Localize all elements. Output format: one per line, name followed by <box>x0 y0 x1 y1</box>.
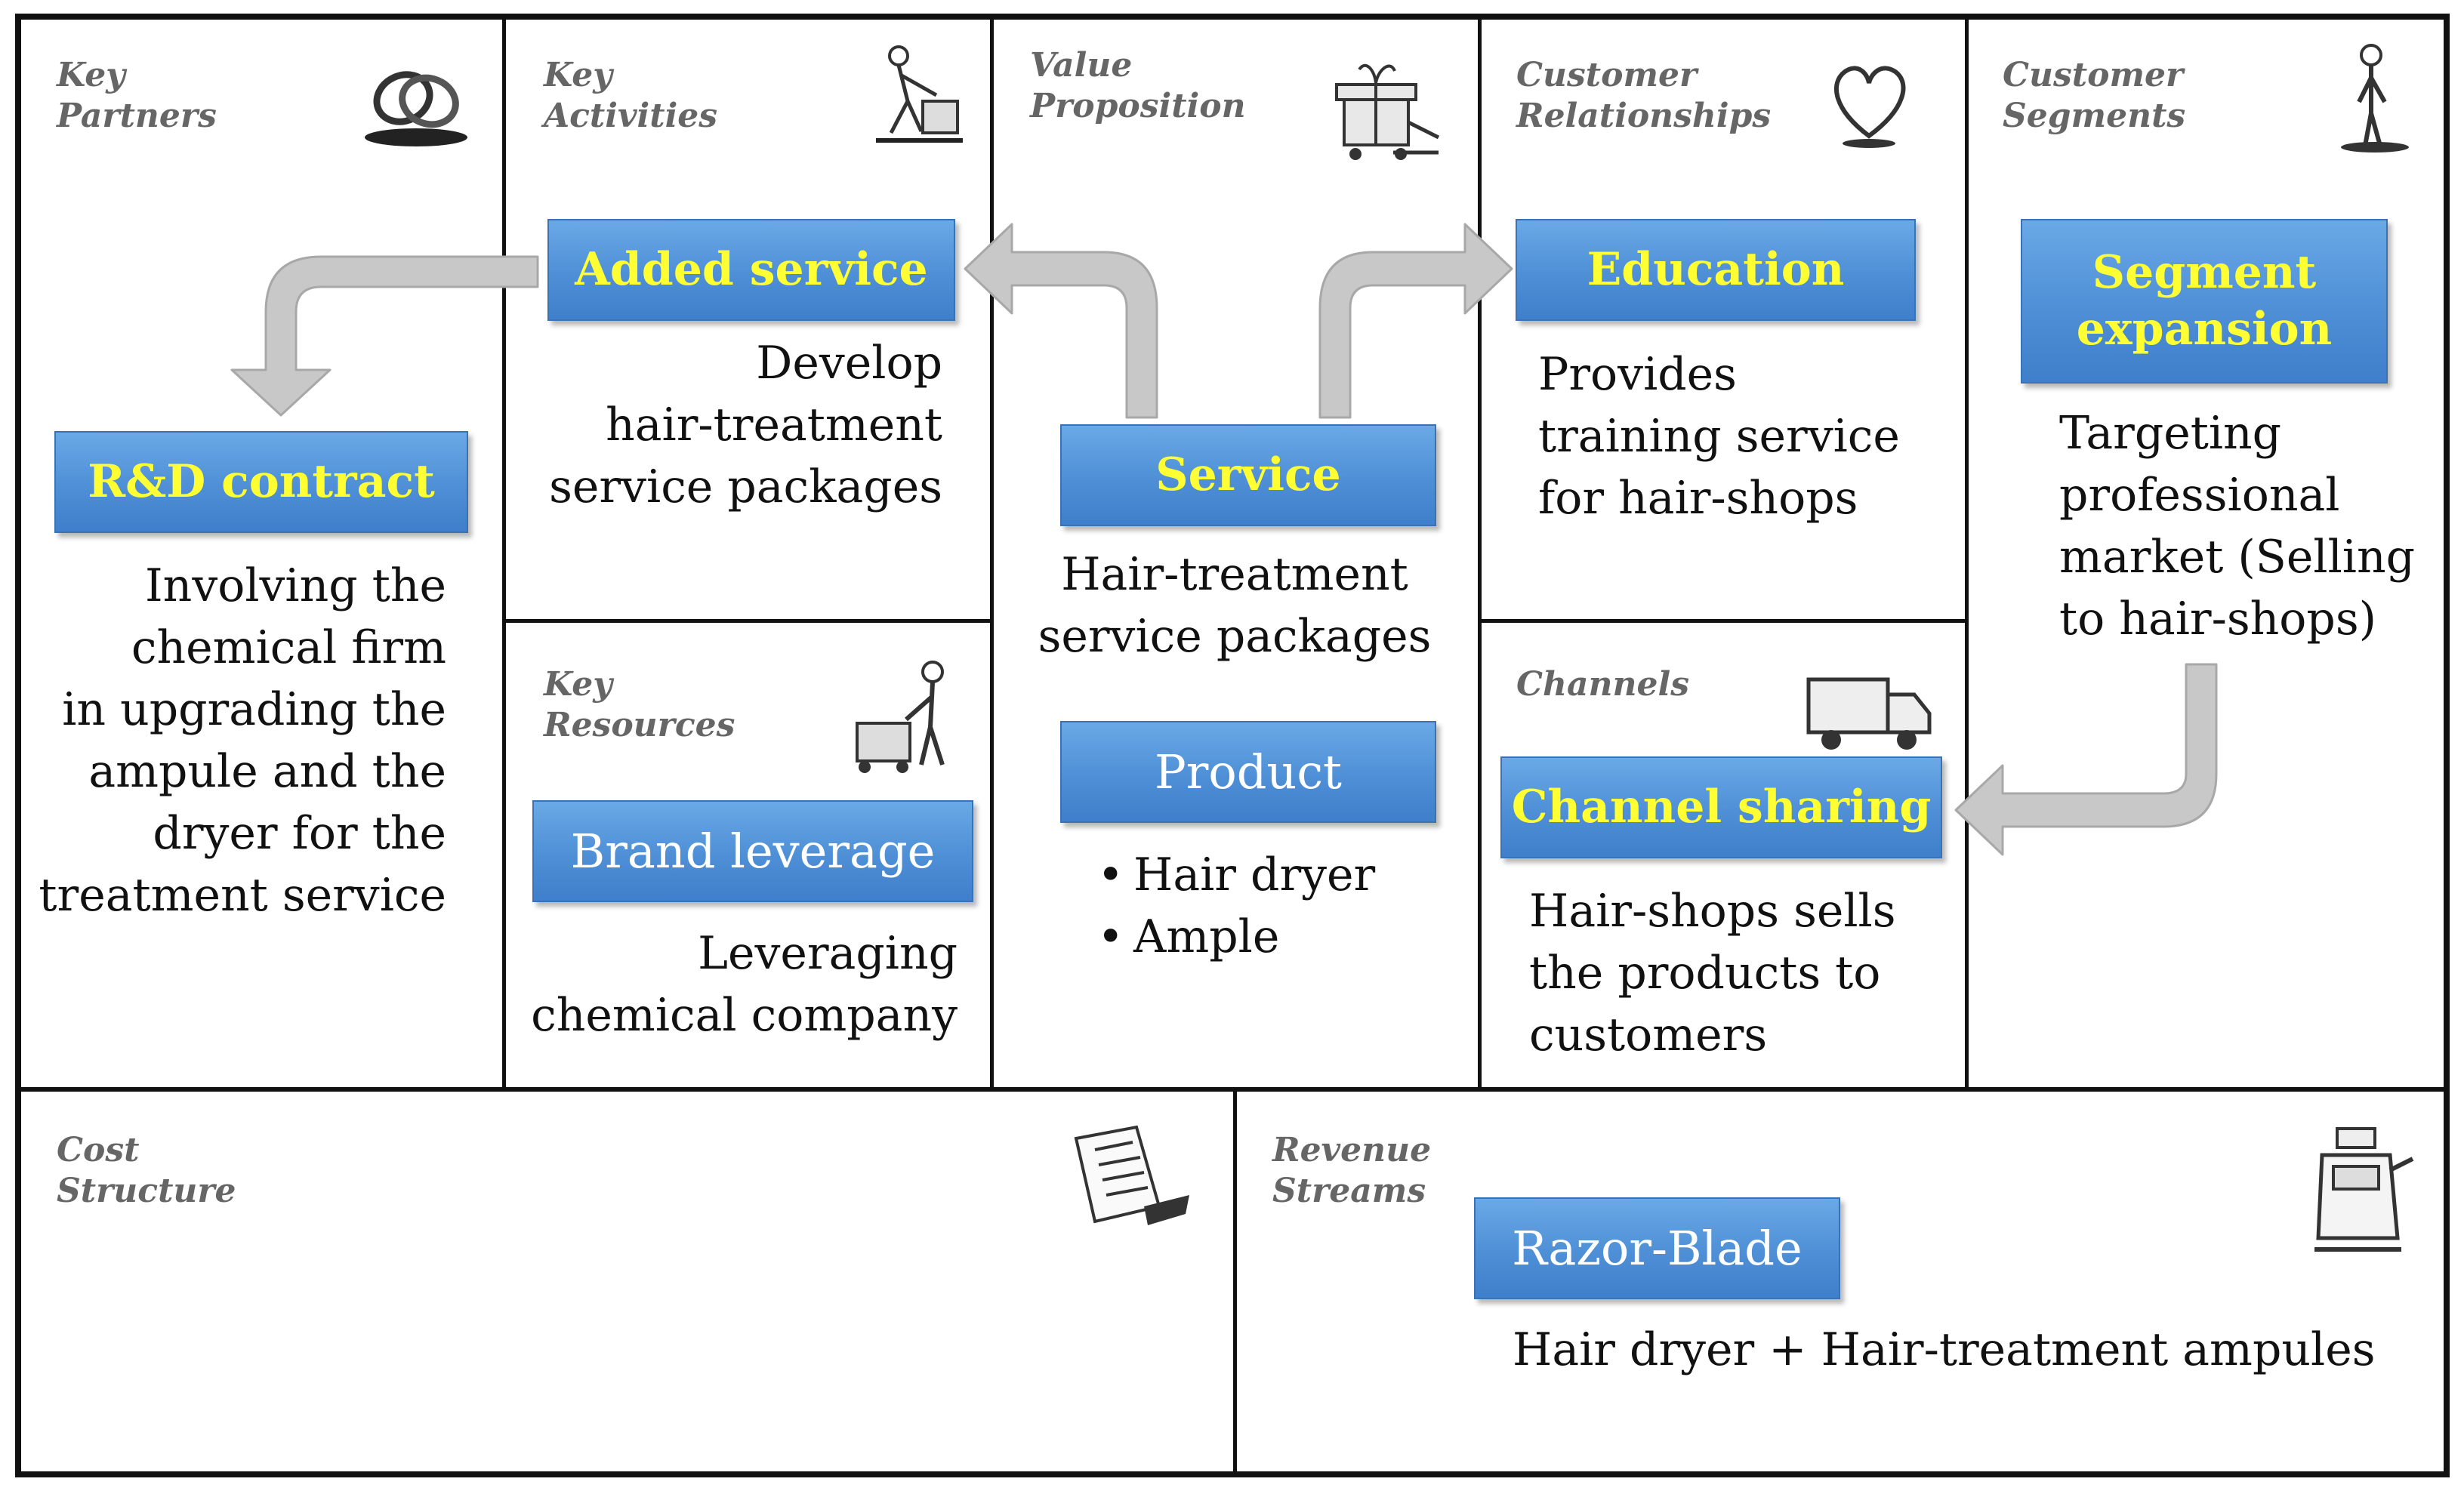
service-description: Hair-treatment service packages <box>1038 548 1432 663</box>
key-activities-label: Key Activities <box>544 56 718 135</box>
standing-person-icon <box>2341 44 2409 152</box>
channel-sharing-box: Channel sharing <box>1500 756 1942 858</box>
rd-contract-box: R&D contract <box>54 431 468 533</box>
product-item: •Ample <box>1097 910 1280 963</box>
outer-border-left <box>15 14 21 1477</box>
key-resources-label: Key Resources <box>544 665 735 744</box>
grid-line-horizontal-resources <box>502 619 993 623</box>
added-service-description: Develop hair-treatment service packages <box>549 337 942 513</box>
person-pushing-icon <box>876 45 963 143</box>
linked-rings-icon <box>365 71 467 146</box>
grid-line-vertical-3 <box>1478 14 1482 1089</box>
razor-blade-box: Razor-Blade <box>1474 1197 1840 1299</box>
delivery-truck-icon <box>1806 677 1932 750</box>
product-item-list: •Hair dryer •Ample <box>1097 844 1375 968</box>
brand-leverage-box: Brand leverage <box>532 800 973 902</box>
invoice-icon <box>1074 1125 1189 1225</box>
customer-segments-label: Customer Segments <box>2003 56 2186 135</box>
arrow-added-service-to-rd-contract <box>230 255 539 417</box>
grid-line-vertical-4 <box>1965 14 1969 1089</box>
brand-leverage-description: Leveraging chemical company <box>531 927 958 1042</box>
outer-border-top <box>15 14 2450 20</box>
razor-blade-description: Hair dryer + Hair-treatment ampules <box>1513 1323 2376 1376</box>
service-box: Service <box>1060 424 1436 526</box>
heart-icon <box>1833 66 1906 148</box>
outer-border-right <box>2444 14 2450 1477</box>
arrow-service-to-added-service <box>964 223 1158 419</box>
product-box: Product <box>1060 721 1436 823</box>
education-description: Provides training service for hair-shops <box>1538 348 1900 525</box>
grid-line-vertical-1 <box>502 14 506 1089</box>
education-box: Education <box>1516 219 1916 321</box>
channel-sharing-description: Hair-shops sells the products to custome… <box>1529 885 1896 1061</box>
channels-label: Channels <box>1516 665 1689 704</box>
arrow-service-to-education <box>1318 223 1513 419</box>
value-proposition-label: Value Proposition <box>1030 46 1246 125</box>
grid-line-horizontal-main <box>15 1087 2450 1092</box>
rd-contract-description: Involving the chemical firm in upgrading… <box>39 559 446 922</box>
arrow-segment-expansion-to-channel-sharing <box>1954 663 2218 856</box>
revenue-streams-label: Revenue Streams <box>1272 1131 1432 1210</box>
grid-line-horizontal-channels <box>1478 619 1969 623</box>
grid-line-vertical-2 <box>990 14 994 1089</box>
added-service-box: Added service <box>547 219 955 321</box>
outer-border-bottom <box>15 1471 2450 1477</box>
person-with-trolley-icon <box>856 661 945 773</box>
product-item: •Hair dryer <box>1097 849 1376 901</box>
cash-register-icon <box>2314 1127 2414 1252</box>
key-partners-label: Key Partners <box>57 56 217 135</box>
customer-relationships-label: Customer Relationships <box>1516 56 1772 135</box>
gift-box-cart-icon <box>1335 63 1440 160</box>
segment-expansion-box: Segment expansion <box>2021 219 2388 384</box>
segment-expansion-description: Targeting professional market (Selling t… <box>2059 407 2416 645</box>
cost-structure-label: Cost Structure <box>57 1131 236 1210</box>
grid-line-vertical-bottom <box>1233 1089 1237 1474</box>
